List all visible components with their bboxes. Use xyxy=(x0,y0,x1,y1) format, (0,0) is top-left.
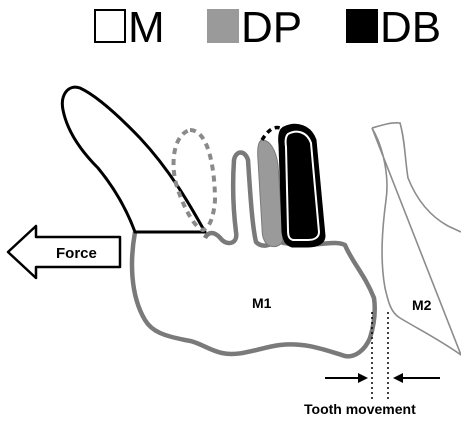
legend-item-db: DB xyxy=(347,3,441,52)
arrow-left-head xyxy=(393,373,403,383)
arrow-right-head xyxy=(358,373,368,383)
legend-label-db: DB xyxy=(380,3,441,52)
legend-item-m: M xyxy=(95,3,165,52)
legend-swatch-white xyxy=(95,10,125,42)
m2-tooth-outline xyxy=(372,123,461,355)
m-root-original xyxy=(62,87,205,232)
legend: M DP DB xyxy=(95,3,441,52)
force-arrow: Force xyxy=(8,226,120,278)
m1-label: M1 xyxy=(252,295,272,311)
dp-root-dashed xyxy=(262,128,280,141)
tooth-movement-label: Tooth movement xyxy=(304,401,416,417)
legend-swatch-gray xyxy=(208,10,238,42)
legend-label-dp: DP xyxy=(241,3,302,52)
legend-label-m: M xyxy=(128,3,165,52)
m2-label: M2 xyxy=(412,297,432,313)
legend-swatch-black xyxy=(347,10,377,42)
legend-item-dp: DP xyxy=(208,3,302,52)
movement-arrows xyxy=(325,373,440,383)
force-label: Force xyxy=(56,245,97,262)
